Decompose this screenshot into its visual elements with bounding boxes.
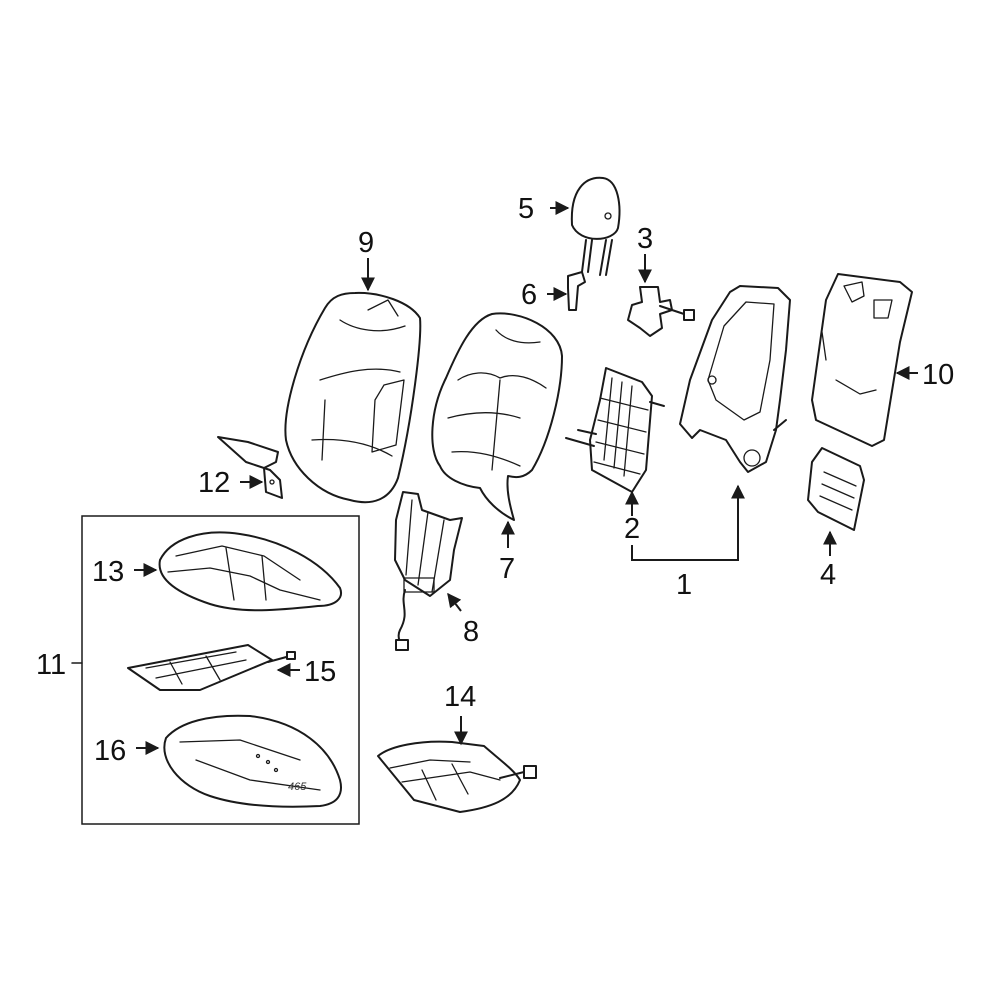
trim-bracket[interactable] (217, 436, 283, 499)
callout-1: 1 (676, 569, 692, 601)
callout-6: 6 (521, 279, 537, 311)
callout-15: 15 (304, 656, 336, 688)
backrest-cushion-highlighted[interactable] (431, 312, 563, 521)
callout-7: 7 (499, 553, 515, 585)
callout-10: 10 (922, 359, 954, 391)
backrest-cover[interactable] (284, 291, 422, 504)
callout-11: 11 (36, 649, 66, 681)
backrest-frame[interactable] (679, 285, 791, 473)
callout-arrows (134, 201, 918, 755)
callout-16: 16 (94, 735, 126, 767)
release-bracket[interactable] (627, 286, 695, 337)
callout-12: 12 (198, 467, 230, 499)
callout-3: 3 (637, 223, 653, 255)
spring-mat[interactable] (565, 367, 665, 493)
headrest[interactable] (570, 176, 621, 276)
lumbar-adjuster[interactable] (807, 447, 865, 531)
seat-cushion-pad[interactable]: 465 (163, 714, 342, 808)
cushion-stamp: 465 (288, 781, 307, 793)
backrest-back-panel[interactable] (811, 273, 913, 447)
seat-heater[interactable] (127, 644, 296, 691)
seat-cushion-group-box (71, 515, 360, 825)
backrest-heater-pad[interactable] (394, 491, 463, 651)
callout-8: 8 (463, 616, 479, 648)
headrest-guide[interactable] (567, 271, 586, 311)
callout-labels: 1 2 3 4 5 6 7 8 9 10 11 12 13 14 15 16 (36, 193, 954, 767)
callout-13: 13 (92, 556, 124, 588)
callout-4: 4 (820, 559, 836, 591)
callout-5: 5 (518, 193, 534, 225)
assembly-bracket (631, 484, 745, 561)
callout-9: 9 (358, 227, 374, 259)
callout-14: 14 (444, 681, 476, 713)
seat-cushion-cover[interactable] (158, 531, 342, 612)
callout-2: 2 (624, 513, 640, 545)
seat-heater-mat[interactable] (377, 740, 537, 813)
